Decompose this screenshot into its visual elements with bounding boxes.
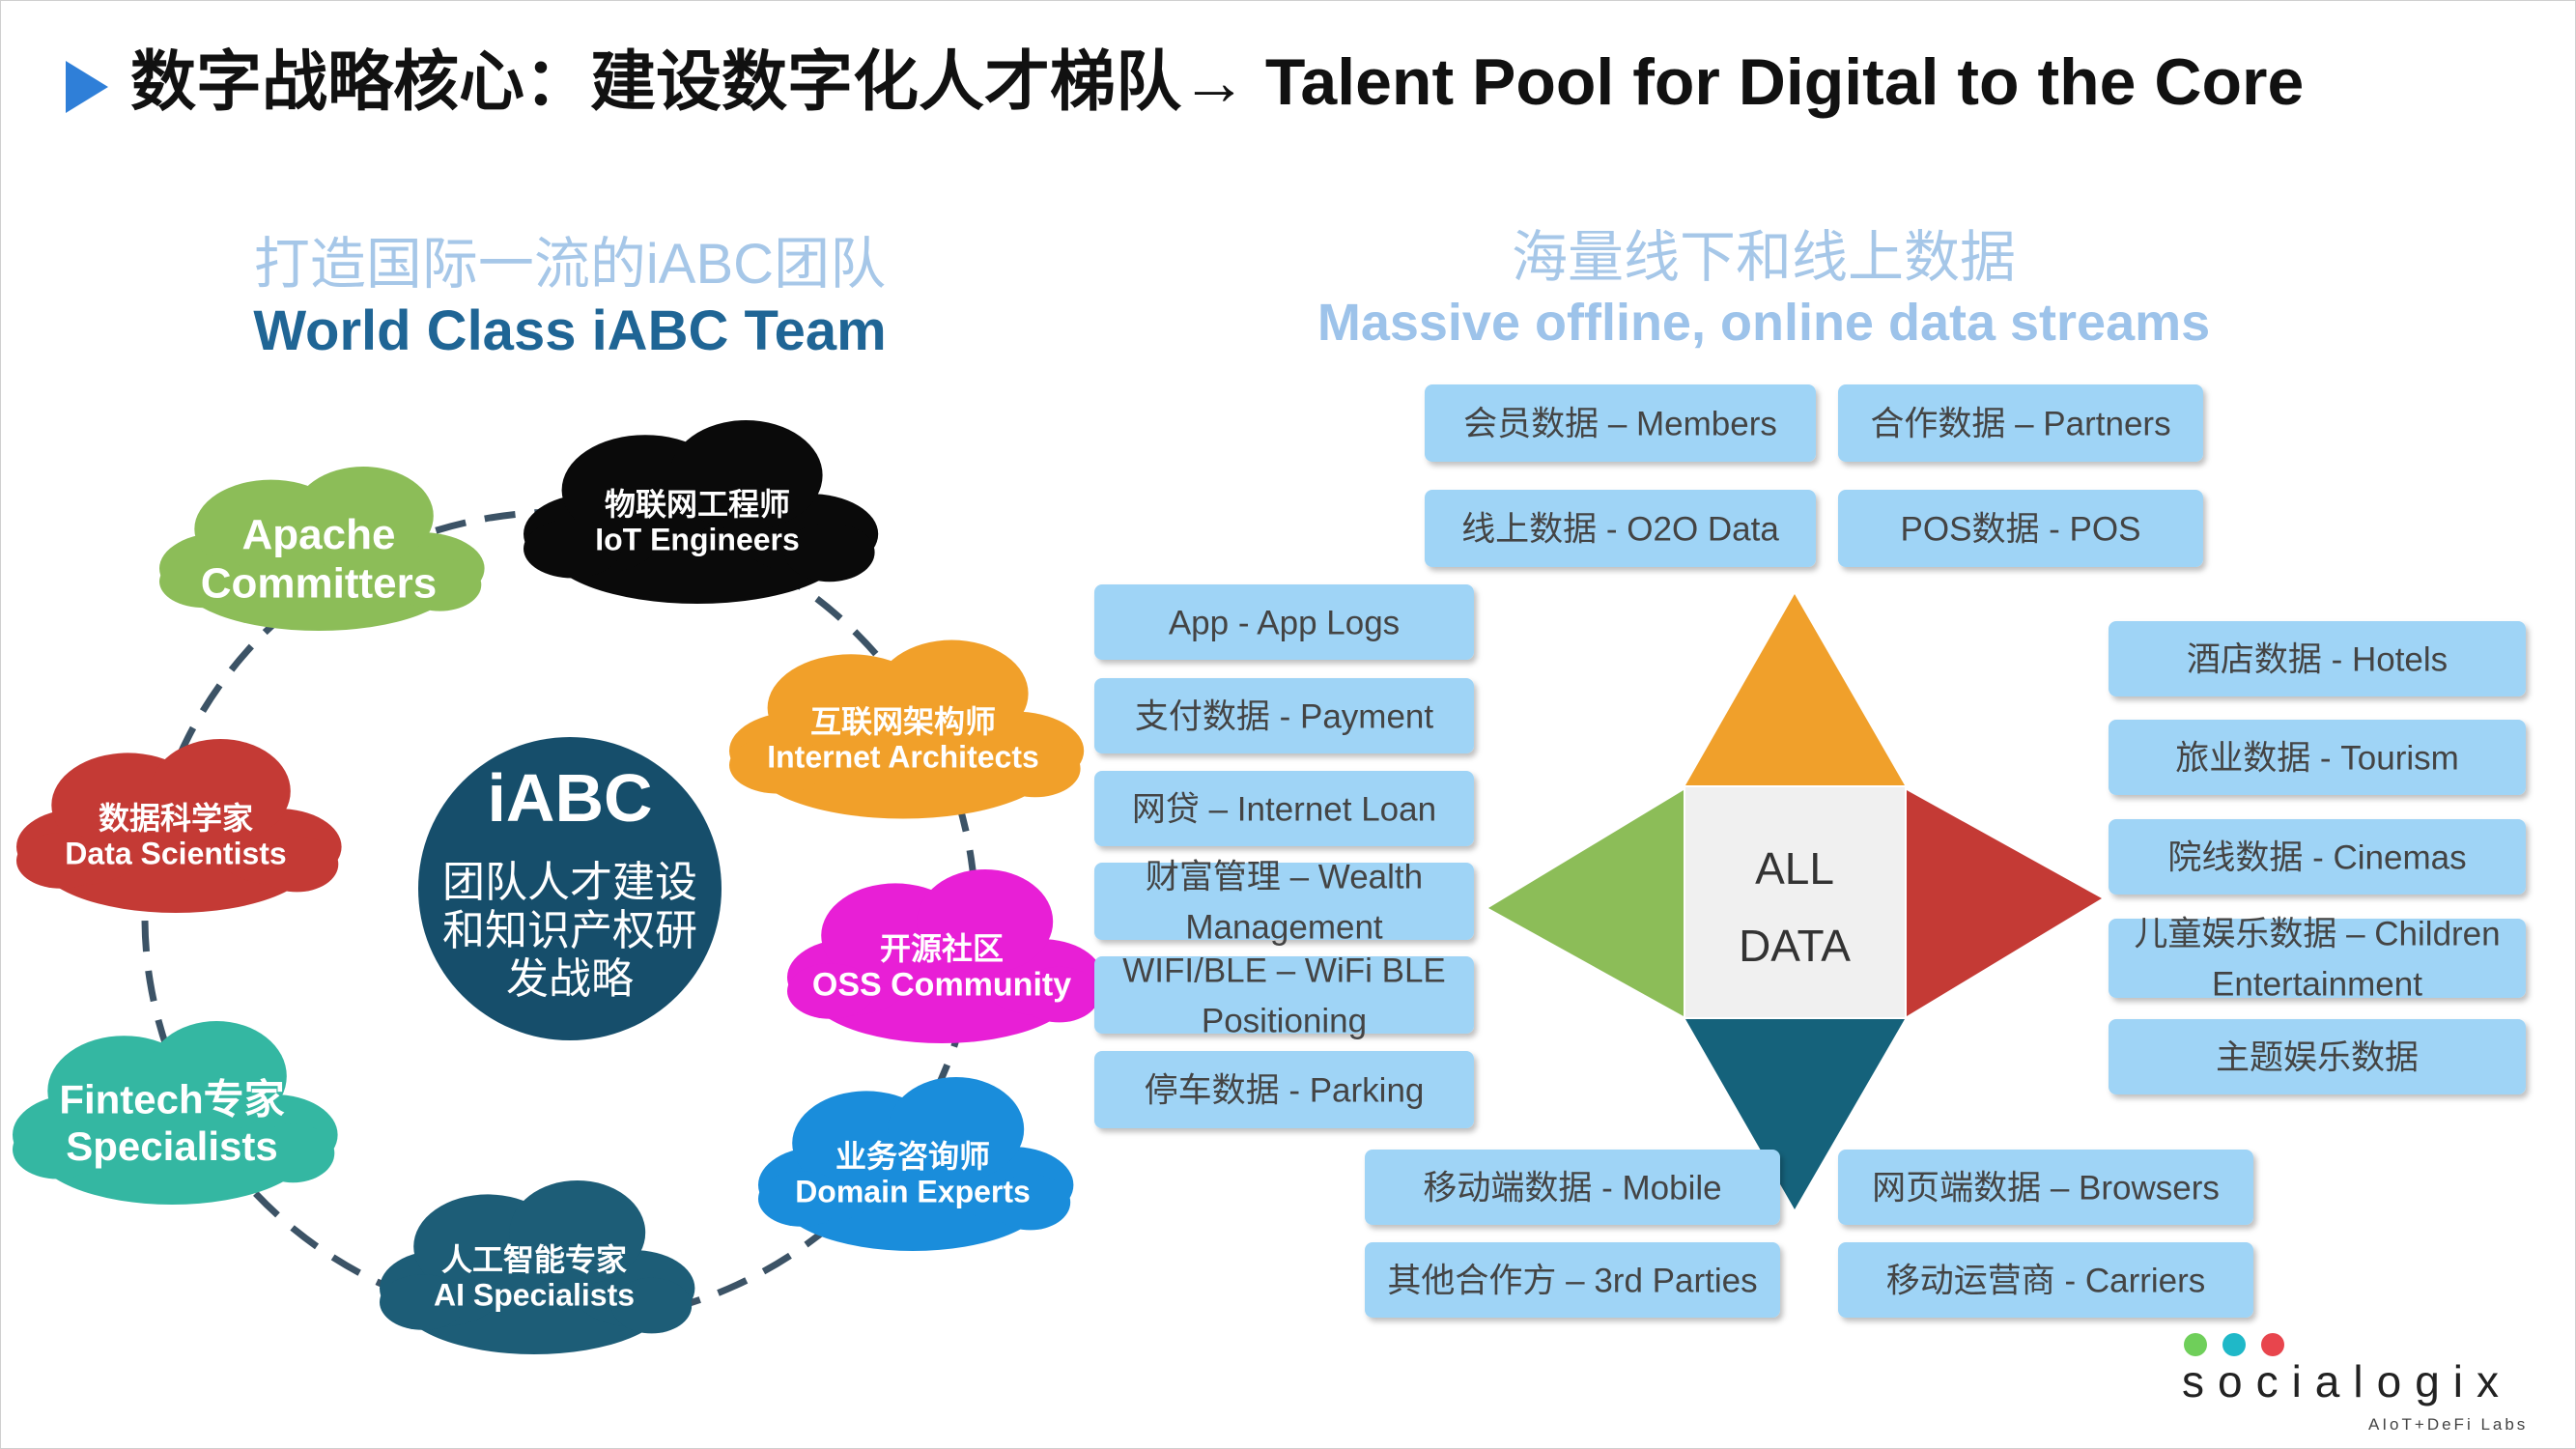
logo-dot-teal	[2222, 1333, 2246, 1356]
cloud-ai-line-2: AI Specialists	[434, 1278, 635, 1313]
data-box-theme: 主题娱乐数据	[2109, 1019, 2526, 1094]
slide-title: 数字战略核心：建设数字化人才梯队→ Talent Pool for Digita…	[130, 45, 2304, 119]
cloud-oss-line-1: 开源社区	[880, 931, 1004, 966]
data-box-loan-line-1: 网贷 – Internet Loan	[1132, 791, 1436, 829]
data-box-partners-line-1: 合作数据 – Partners	[1870, 406, 2170, 443]
data-box-o2o: 线上数据 - O2O Data	[1425, 490, 1816, 567]
cloud-data-scientists-line-2: Data Scientists	[65, 837, 286, 871]
data-box-third-line-1: 其他合作方 – 3rd Parties	[1387, 1263, 1757, 1300]
data-box-wifi-line-1: WIFI/BLE – WiFi BLE	[1122, 952, 1446, 990]
cloud-domain-line-2: Domain Experts	[795, 1175, 1031, 1209]
data-box-mobile-line-1: 移动端数据 - Mobile	[1423, 1170, 1721, 1208]
data-box-app: App - App Logs	[1094, 584, 1474, 660]
data-box-wifi: WIFI/BLE – WiFi BLE Positioning	[1094, 952, 1474, 1040]
data-box-carriers-line-1: 移动运营商 - Carriers	[1886, 1263, 2206, 1300]
data-box-wealth-line-1: 财富管理 – Wealth	[1146, 859, 1423, 896]
data-box-browsers: 网页端数据 – Browsers	[1838, 1150, 2253, 1225]
data-box-cinemas-line-1: 院线数据 - Cinemas	[2167, 839, 2466, 877]
cloud-oss-line-2: OSS Community	[812, 966, 1071, 1003]
data-box-o2o-line-1: 线上数据 - O2O Data	[1461, 511, 1779, 549]
left-heading-en: World Class iABC Team	[253, 299, 886, 362]
cloud-internet-architects-line-1: 互联网架构师	[810, 704, 996, 739]
iabc-line-2: 和知识产权研	[442, 907, 697, 954]
iabc-line-1: 团队人才建设	[442, 859, 697, 906]
cloud-apache-line-2: Committers	[201, 560, 438, 608]
data-box-mobile: 移动端数据 - Mobile	[1365, 1150, 1780, 1225]
diamond-bottom	[1685, 1019, 1905, 1209]
cloud-ai-line-1: 人工智能专家	[441, 1242, 627, 1277]
cloud-apache-line-1: Apache	[242, 511, 396, 558]
data-box-hotels: 酒店数据 - Hotels	[2109, 621, 2526, 696]
cloud-domain-line-1: 业务咨询师	[835, 1139, 990, 1174]
cloud-iot-line-1: 物联网工程师	[605, 487, 790, 522]
diamond-left	[1488, 790, 1684, 1016]
logo-dot-green	[2184, 1333, 2207, 1356]
data-box-wealth-line-2: Management	[1185, 909, 1383, 947]
diamond-top	[1685, 594, 1905, 785]
logo-dot-red	[2261, 1333, 2284, 1356]
data-box-payment-line-1: 支付数据 - Payment	[1135, 698, 1433, 736]
logo-wordmark: socialogix	[2182, 1356, 2512, 1406]
data-source-boxes: 会员数据 – Members 合作数据 – Partners 线上数据 - O2O …	[1094, 384, 2526, 1318]
all-data-diamond: ALL DATA	[1488, 594, 2102, 1209]
data-box-browsers-line-1: 网页端数据 – Browsers	[1872, 1170, 2220, 1208]
right-heading-en: Massive offline, online data streams	[1317, 294, 2210, 352]
cloud-internet-architects-line-2: Internet Architects	[767, 740, 1039, 775]
iabc-line-3: 发战略	[506, 955, 634, 1003]
data-box-loan: 网贷 – Internet Loan	[1094, 771, 1474, 846]
cloud-fintech-line-2: Specialists	[66, 1123, 277, 1169]
cloud-data-scientists-line-1: 数据科学家	[99, 801, 253, 836]
iabc-center: iABC 团队人才建设 和知识产权研 发战略	[418, 737, 722, 1040]
right-heading-cn: 海量线下和线上数据	[1512, 226, 2016, 289]
logo-tagline: AIoT+DeFi Labs	[2368, 1415, 2528, 1434]
data-box-theme-line-1: 主题娱乐数据	[2216, 1039, 2419, 1077]
iabc-title: iABC	[487, 760, 652, 836]
data-box-partners: 合作数据 – Partners	[1838, 384, 2203, 462]
data-box-third: 其他合作方 – 3rd Parties	[1365, 1242, 1780, 1318]
cloud-fintech-line-1: Fintech专家	[59, 1077, 284, 1122]
left-heading-cn: 打造国际一流的iABC团队	[254, 233, 886, 296]
title-marker-icon	[66, 61, 108, 113]
data-box-pos: POS数据 - POS	[1838, 490, 2203, 567]
socialogix-logo: socialogix AIoT+DeFi Labs	[2182, 1333, 2528, 1434]
data-box-pos-line-1: POS数据 - POS	[1901, 511, 2141, 549]
data-box-app-line-1: App - App Logs	[1169, 605, 1400, 642]
data-box-tourism-line-1: 旅业数据 - Tourism	[2175, 740, 2459, 778]
data-box-children-line-2: Entertainment	[2212, 966, 2422, 1004]
all-data-line-1: ALL	[1755, 843, 1834, 894]
data-box-carriers: 移动运营商 - Carriers	[1838, 1242, 2253, 1318]
data-box-parking-line-1: 停车数据 - Parking	[1145, 1072, 1425, 1110]
all-data-line-2: DATA	[1739, 921, 1851, 971]
data-box-members-line-1: 会员数据 – Members	[1463, 406, 1777, 443]
data-box-children-line-1: 儿童娱乐数据 – Children	[2134, 916, 2500, 953]
data-box-wifi-line-2: Positioning	[1202, 1003, 1367, 1040]
data-box-members: 会员数据 – Members	[1425, 384, 1816, 462]
cloud-iot-line-2: IoT Engineers	[595, 523, 800, 557]
data-box-payment: 支付数据 - Payment	[1094, 678, 1474, 753]
data-box-hotels-line-1: 酒店数据 - Hotels	[2187, 641, 2448, 679]
data-box-tourism: 旅业数据 - Tourism	[2109, 720, 2526, 795]
diamond-right	[1907, 790, 2102, 1016]
data-box-cinemas: 院线数据 - Cinemas	[2109, 819, 2526, 895]
data-box-parking: 停车数据 - Parking	[1094, 1051, 1474, 1128]
